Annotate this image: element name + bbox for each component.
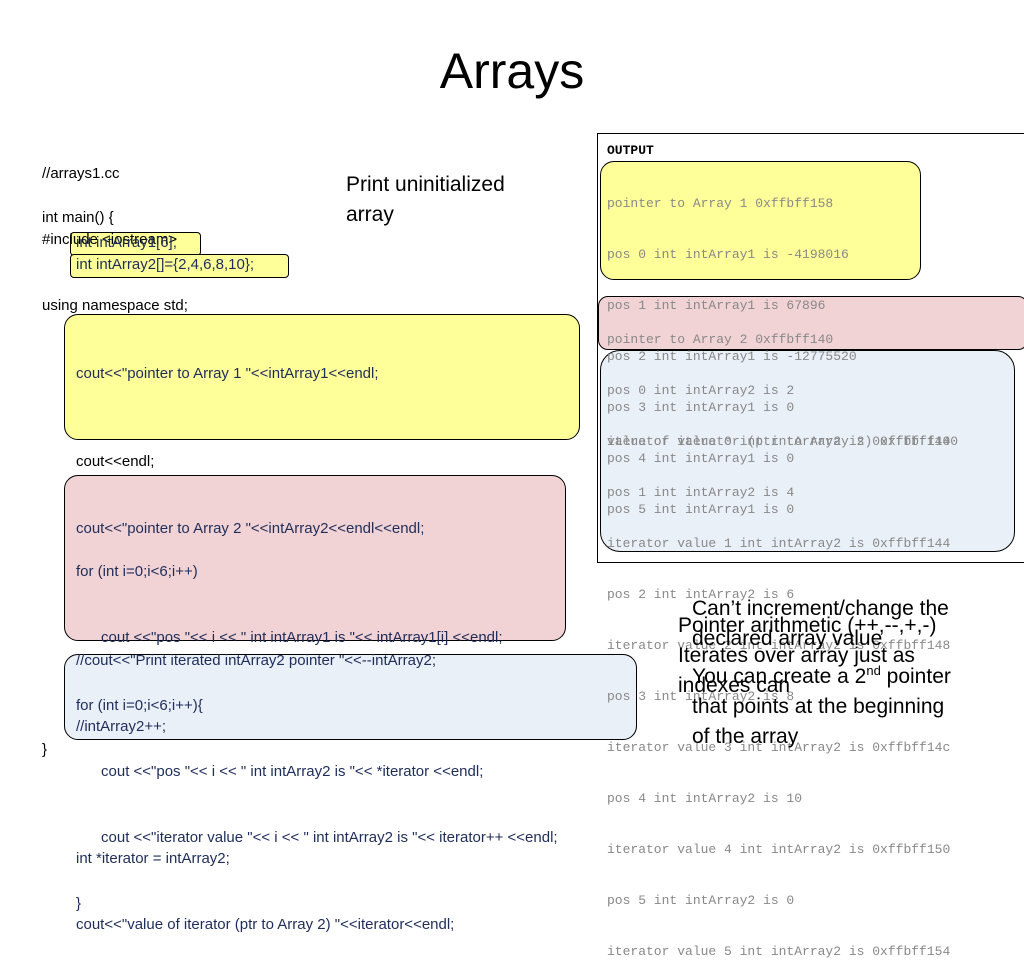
output-array1-lines: pointer to Array 1 0xffbff158 pos 0 int … — [607, 161, 857, 535]
code-line: //arrays1.cc — [42, 165, 120, 182]
decl2-highlight — [70, 254, 289, 278]
output-iterator-highlight — [600, 350, 1015, 552]
code-line: ​ — [76, 584, 454, 606]
note-line: Can’t increment/change the — [692, 597, 949, 620]
code-line: cout <<"pos "<< i << " int intArray2 is … — [76, 763, 484, 780]
code-block-iterator-highlight — [64, 654, 637, 740]
output-line: pos 2 int intArray1 is -12775520 — [607, 349, 857, 364]
code-main-open: int main() { — [42, 209, 114, 226]
note-line: Print uninitialized — [346, 173, 505, 196]
output-line: pointer to Array 2 0xffbff140 — [607, 332, 834, 347]
note-print-uninitialized: Print uninitialized array — [346, 170, 505, 230]
output-array2-highlight — [598, 296, 1024, 350]
output-line: pos 1 int intArray1 is 67896 — [607, 298, 826, 313]
output-line: iterator value 3 int intArray2 is 0xffbf… — [607, 740, 951, 755]
code-decl-array2: int intArray2[]={2,4,6,8,10}; — [76, 256, 255, 273]
code-block-array1: cout<<"pointer to Array 1 "<<intArray1<<… — [76, 319, 503, 671]
code-line: cout<<"pointer to Array 1 "<<intArray1<<… — [76, 365, 379, 382]
code-line: for (int i=0;i<6;i++){ — [76, 697, 203, 714]
slide-title: Arrays — [439, 43, 585, 99]
note-line: You can create a 2nd pointer — [692, 656, 951, 692]
code-decl-array1: int intArray1[6]; — [76, 234, 177, 251]
output-array1-highlight — [600, 161, 921, 280]
output-line: pos 2 int intArray2 is 6 — [607, 587, 795, 602]
code-block-iterator-loop: for (int i=0;i<6;i++){ cout <<"pos "<< i… — [76, 651, 558, 937]
output-line: pos 3 int intArray1 is 0 — [607, 400, 795, 415]
code-line: for (int i=0;i<6;i++) — [76, 563, 198, 580]
output-array2-lines: pointer to Array 2 0xffbff140 ​ value of… — [607, 297, 958, 467]
output-line: pos 4 int intArray2 is 10 — [607, 791, 803, 806]
code-line: //cout<<"Print iterated intArray2 pointe… — [76, 652, 436, 669]
code-line: //intArray2++; — [76, 718, 167, 735]
code-block-array2-highlight — [64, 475, 566, 641]
note-line: of the array — [692, 725, 799, 748]
note-superscript: nd — [866, 663, 881, 678]
output-line: iterator value 5 int intArray2 is 0xffbf… — [607, 944, 951, 959]
note-line: array — [346, 203, 394, 226]
note-line: indexes can — [678, 674, 791, 697]
note-line: Iterates over array just as — [678, 644, 915, 667]
output-line: pos 3 int intArray2 is 8 — [607, 689, 795, 704]
code-main-close: } — [42, 741, 48, 758]
output-line: iterator value 4 int intArray2 is 0xffbf… — [607, 842, 951, 857]
output-heading: OUTPUT — [607, 143, 654, 158]
output-line: pos 4 int intArray1 is 0 — [607, 451, 795, 466]
note-second-pointer: You can create a 2nd pointer that points… — [692, 656, 951, 752]
output-line: pos 5 int intArray1 is 0 — [607, 502, 795, 517]
code-line: cout<<"pointer to Array 2 "<<intArray2<<… — [76, 520, 425, 537]
note-line: Pointer arithmetic (++,--,+,-) — [678, 614, 937, 637]
code-line: cout <<"iterator value "<< i << " int in… — [76, 829, 558, 846]
output-line: pos 1 int intArray2 is 4 — [607, 485, 795, 500]
output-line: iterator value 1 int intArray2 is 0xffbf… — [607, 536, 951, 551]
code-line: cout <<"pos "<< i << " int intArray1 is … — [76, 629, 503, 646]
code-line: } — [76, 895, 82, 912]
code-line: ​ — [76, 429, 503, 451]
note-text: pointer — [880, 665, 951, 688]
note-text: You can create a 2 — [692, 665, 867, 688]
output-line: pos 0 int intArray1 is -4198016 — [607, 247, 849, 262]
output-line: pos 0 int intArray2 is 2 — [607, 383, 795, 398]
code-endl-line: cout<<endl; — [76, 453, 155, 470]
note-cant-increment: Can’t increment/change the declared arra… — [692, 594, 949, 654]
output-line: pos 5 int intArray2 is 0 — [607, 893, 795, 908]
code-block-array1-highlight — [64, 314, 580, 440]
note-line: that points at the beginning — [692, 695, 945, 718]
code-line: #include <iostream> — [42, 231, 178, 248]
output-line: iterator value 2 int intArray2 is 0xffbf… — [607, 638, 951, 653]
code-header: //arrays1.cc #include <iostream> using n… — [42, 119, 188, 339]
note-pointer-arithmetic: Pointer arithmetic (++,--,+,-) Iterates … — [678, 611, 937, 701]
output-line: iterator value 0 int intArray2 is 0xffbf… — [607, 434, 951, 449]
note-line: declared array value — [692, 627, 883, 650]
output-line: pointer to Array 1 0xffbff158 — [607, 196, 834, 211]
output-line: value of iterator (ptr to Array 2) 0xffb… — [607, 434, 959, 449]
code-line: using namespace std; — [42, 297, 188, 314]
